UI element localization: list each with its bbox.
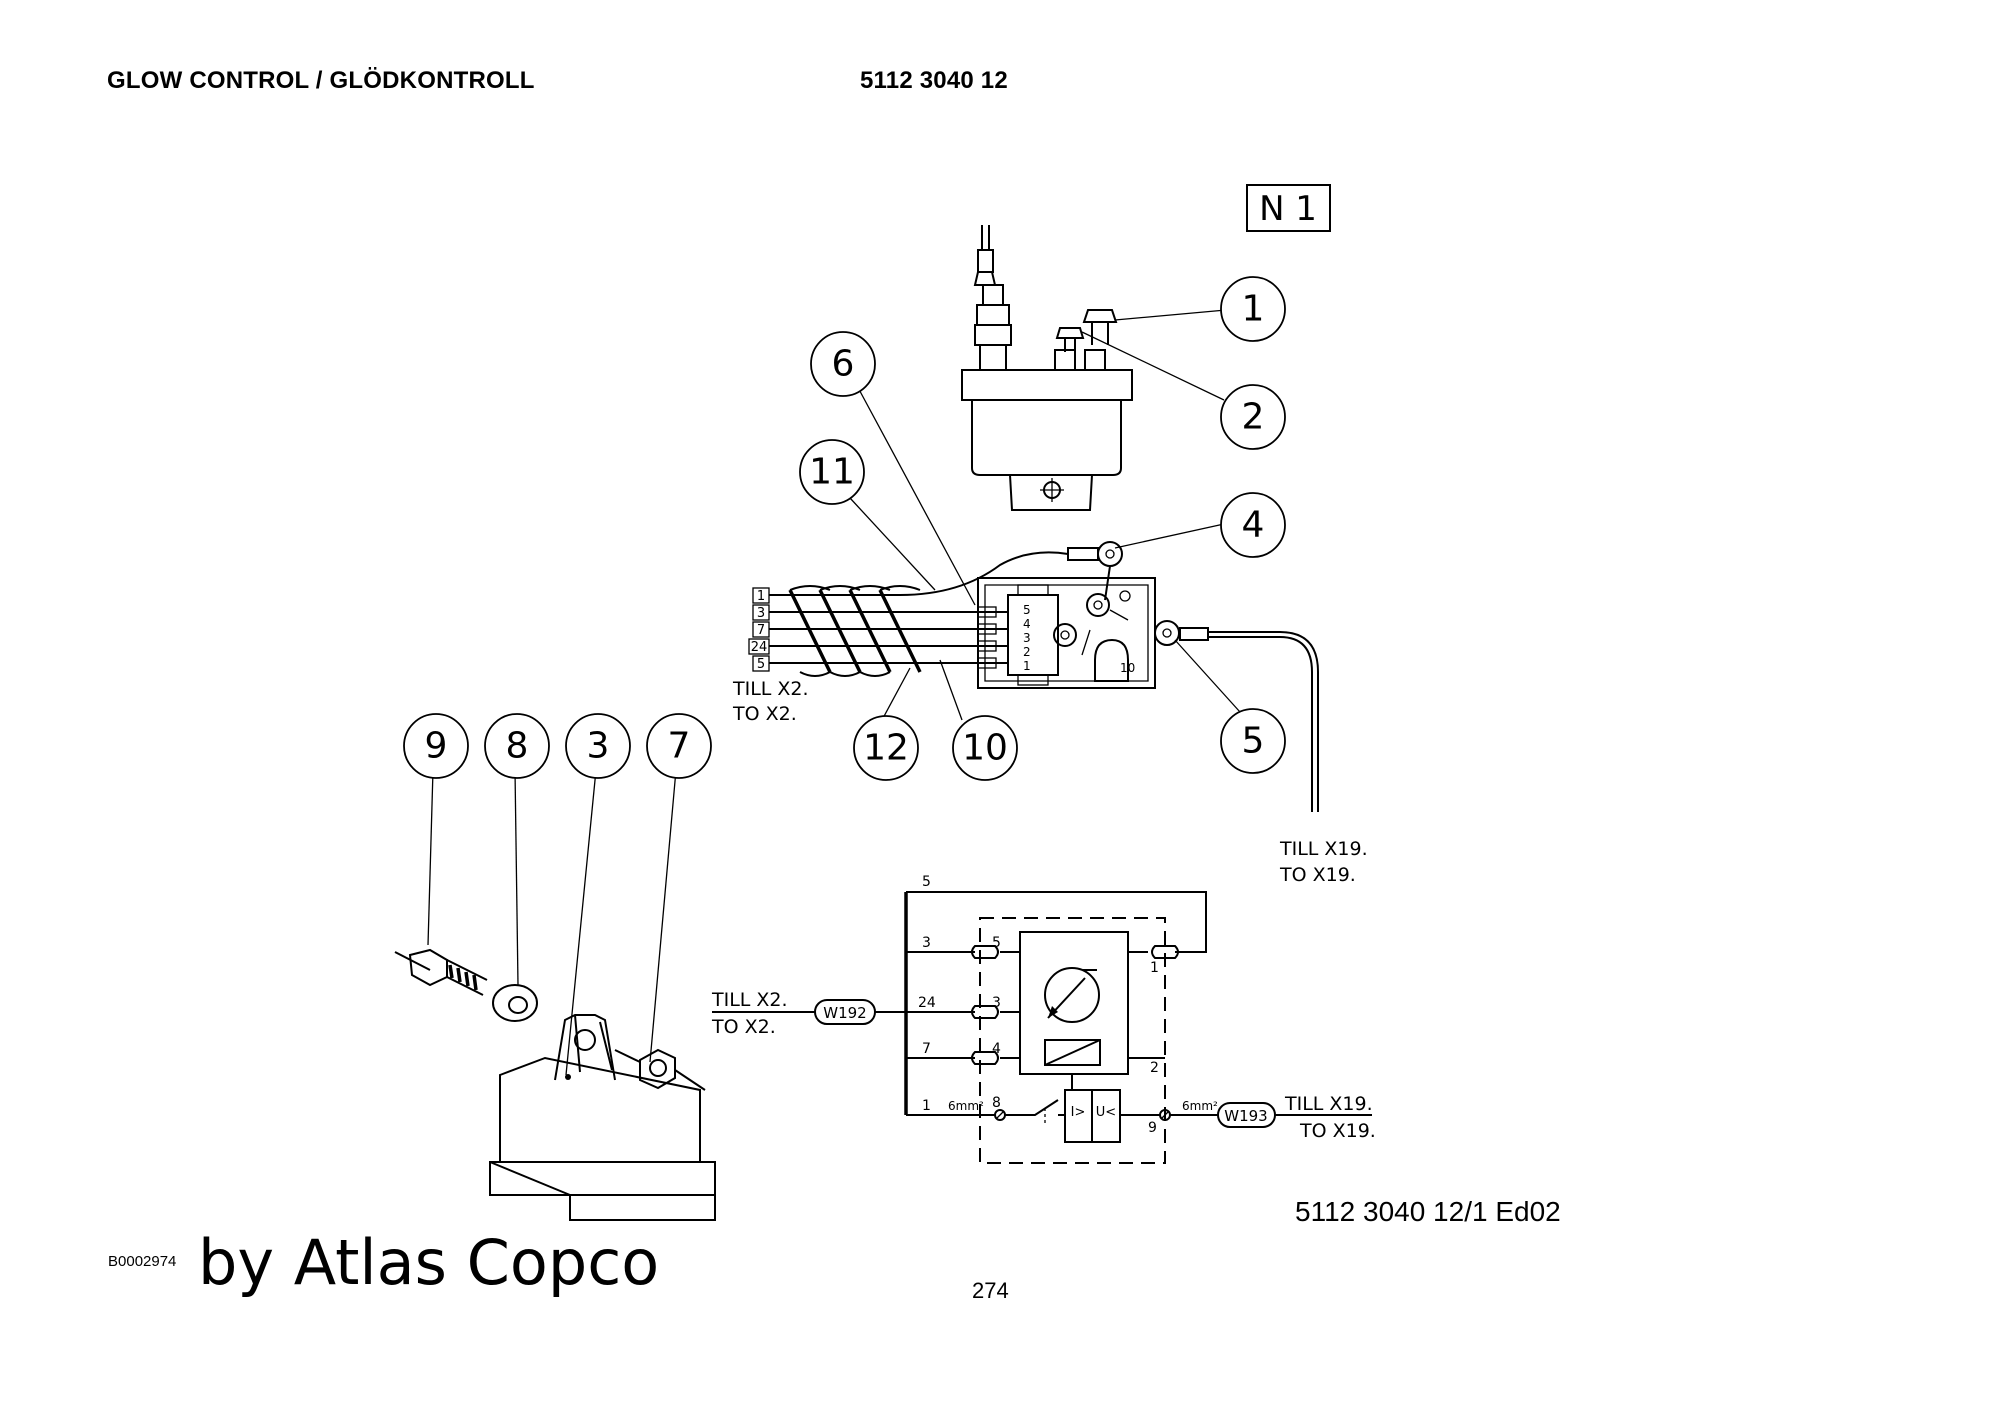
svg-text:12: 12 bbox=[863, 728, 909, 769]
wire-label: 7 bbox=[922, 1041, 931, 1057]
to-x19-label-en: TO X19. bbox=[1279, 864, 1356, 886]
svg-text:7: 7 bbox=[668, 726, 691, 767]
connector-pin-label: 7 bbox=[757, 623, 765, 638]
cross-section-label: 6mm² bbox=[948, 1099, 984, 1113]
to-x2-label-sv: TILL X2. bbox=[711, 989, 788, 1011]
relay-pin-label: 5 bbox=[1023, 603, 1031, 617]
drawing-reference: 5112 3040 12/1 Ed02 bbox=[1295, 1196, 1561, 1227]
relay-pin-label: 4 bbox=[1023, 617, 1031, 631]
cable-w192-label: W192 bbox=[823, 1004, 866, 1022]
page-title: GLOW CONTROL / GLÖDKONTROLL bbox=[107, 67, 535, 94]
to-x19-label-sv: TILL X19. bbox=[1284, 1093, 1373, 1115]
relay-pin-label: 3 bbox=[1023, 631, 1031, 645]
to-x2-label-en: TO X2. bbox=[732, 703, 797, 725]
svg-text:10: 10 bbox=[962, 728, 1008, 769]
relay-pin-label: 1 bbox=[1023, 659, 1031, 673]
cable-w193-label: W193 bbox=[1224, 1107, 1267, 1125]
callout-4: 4 bbox=[1220, 492, 1286, 558]
svg-text:8: 8 bbox=[506, 726, 529, 767]
image-id: B0002974 bbox=[108, 1253, 177, 1270]
callout-3: 3 bbox=[565, 713, 631, 779]
svg-text:3: 3 bbox=[587, 726, 610, 767]
pin-label: 4 bbox=[992, 1041, 1001, 1057]
terminal-10-label: 10 bbox=[1120, 661, 1135, 675]
connector-pin-label: 5 bbox=[757, 657, 765, 672]
wire-label: 5 bbox=[922, 874, 931, 890]
cross-section-label: 6mm² bbox=[1182, 1099, 1218, 1113]
watermark: by Atlas Copco bbox=[198, 1226, 660, 1299]
to-x19-label-en: TO X19. bbox=[1299, 1120, 1376, 1142]
pin-label: 1 bbox=[1150, 960, 1159, 976]
svg-text:5: 5 bbox=[1242, 721, 1265, 762]
relay-connector-detail: 10 5 4 3 2 1 bbox=[977, 541, 1319, 812]
view-label: N 1 bbox=[1259, 189, 1317, 229]
glow-relay bbox=[961, 225, 1133, 511]
relay-pin-label: 2 bbox=[1023, 645, 1031, 659]
svg-text:1: 1 bbox=[1242, 289, 1265, 330]
svg-text:9: 9 bbox=[425, 726, 448, 767]
to-x2-label-sv: TILL X2. bbox=[732, 678, 809, 700]
callout-2: 2 bbox=[1220, 384, 1286, 450]
wire-label: 24 bbox=[918, 995, 936, 1011]
wire-label: 1 bbox=[922, 1098, 931, 1114]
battery-terminal-assembly bbox=[394, 948, 716, 1221]
connector-pin-label: 1 bbox=[757, 589, 765, 604]
pin-label: 8 bbox=[992, 1095, 1001, 1111]
to-x2-label-en: TO X2. bbox=[711, 1016, 776, 1038]
callout-12: 12 bbox=[853, 715, 919, 781]
callout-7: 7 bbox=[646, 713, 712, 779]
callout-9: 9 bbox=[403, 713, 469, 779]
pin-label: 2 bbox=[1150, 1060, 1159, 1076]
to-x19-label-sv: TILL X19. bbox=[1279, 838, 1368, 860]
page-number: 274 bbox=[972, 1278, 1009, 1303]
part-number: 5112 3040 12 bbox=[860, 67, 1008, 94]
current-symbol-icon: I> bbox=[1071, 1105, 1086, 1120]
callout-balloons: 1 2 4 5 6 11 12 10 9 8 3 7 bbox=[403, 276, 1286, 781]
svg-text:6: 6 bbox=[832, 344, 855, 385]
callout-8: 8 bbox=[484, 713, 550, 779]
callout-leaders bbox=[427, 309, 1241, 1076]
connector-pin-label: 24 bbox=[751, 640, 768, 655]
callout-6: 6 bbox=[810, 331, 876, 397]
pin-label: 3 bbox=[992, 995, 1001, 1011]
connector-pin-label: 3 bbox=[757, 606, 765, 621]
callout-10: 10 bbox=[952, 715, 1018, 781]
view-label-frame bbox=[1246, 184, 1331, 232]
pin-label: 9 bbox=[1148, 1120, 1157, 1136]
callout-1: 1 bbox=[1220, 276, 1286, 342]
wire-label: 3 bbox=[922, 935, 931, 951]
callout-5: 5 bbox=[1220, 708, 1286, 774]
svg-text:11: 11 bbox=[809, 452, 855, 493]
voltage-symbol-icon: U< bbox=[1096, 1105, 1116, 1120]
pin-label: 5 bbox=[992, 935, 1001, 951]
svg-text:2: 2 bbox=[1242, 397, 1265, 438]
svg-text:4: 4 bbox=[1242, 505, 1265, 546]
circuit-schematic: 5 3 24 7 1 6mm² 5 3 4 1 2 bbox=[711, 874, 1376, 1164]
callout-11: 11 bbox=[799, 439, 865, 505]
wiring-harness: 1 3 7 24 5 bbox=[748, 551, 1069, 677]
